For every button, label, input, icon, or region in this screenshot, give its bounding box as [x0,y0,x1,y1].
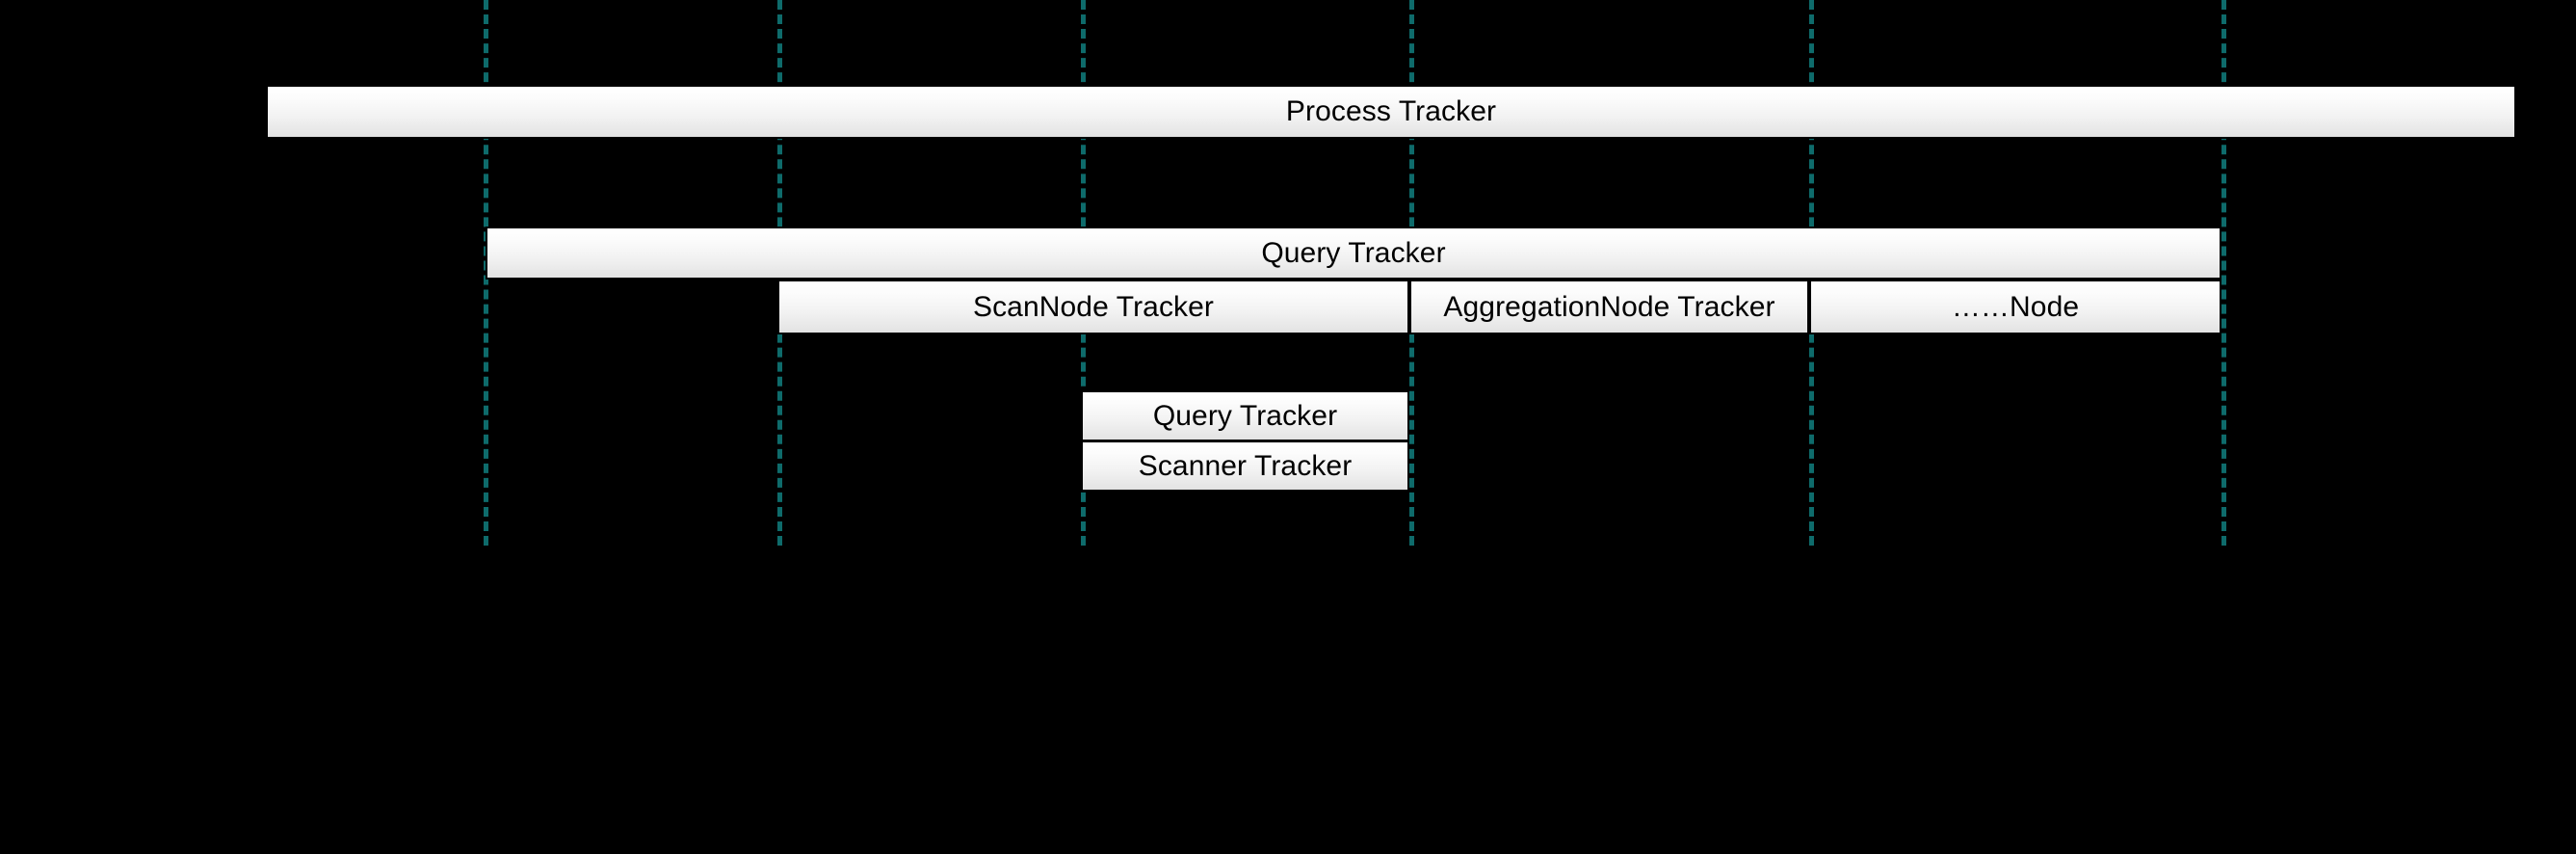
bar-process-tracker[interactable]: Process Tracker [266,85,2516,139]
bar-label-othernode-tracker: ……Node [1951,290,2080,323]
bar-label-aggregationnode-tracker: AggregationNode Tracker [1443,290,1775,323]
bar-detail-query-tracker[interactable]: Query Tracker [1081,390,1409,441]
bar-label-detail-scanner-tracker: Scanner Tracker [1138,449,1353,482]
guide-line-6 [2221,0,2226,546]
bar-othernode-tracker[interactable]: ……Node [1809,280,2221,334]
bar-aggregationnode-tracker[interactable]: AggregationNode Tracker [1409,280,1809,334]
bar-label-detail-query-tracker: Query Tracker [1152,399,1338,432]
bar-label-scannode-tracker: ScanNode Tracker [972,290,1215,323]
bar-label-query-tracker: Query Tracker [1261,236,1446,269]
bar-label-process-tracker: Process Tracker [1285,95,1497,127]
bar-scannode-tracker[interactable]: ScanNode Tracker [777,280,1409,334]
bar-query-tracker[interactable]: Query Tracker [486,227,2221,280]
bar-detail-scanner-tracker[interactable]: Scanner Tracker [1081,440,1409,492]
